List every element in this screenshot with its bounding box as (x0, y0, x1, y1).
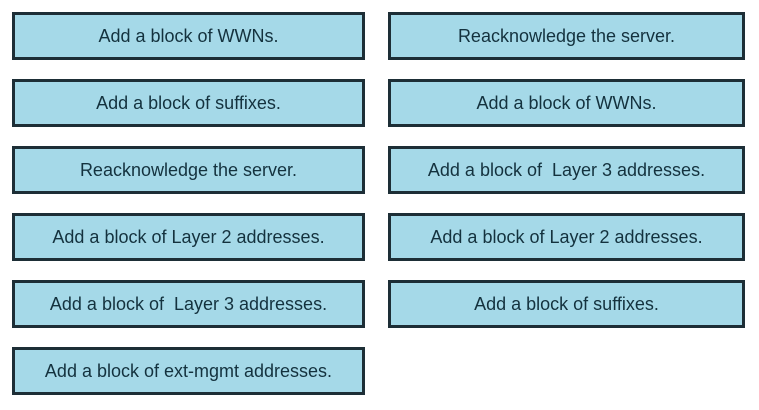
option-box-label: Add a block of WWNs. (98, 26, 279, 46)
option-box-right-4[interactable]: Add a block of Layer 2 addresses. (388, 213, 745, 261)
option-box-right-5[interactable]: Add a block of suffixes. (388, 280, 745, 328)
option-box-label: Reacknowledge the server. (79, 160, 298, 180)
option-box-label: Add a block of suffixes. (474, 294, 659, 314)
option-box-label: Add a block of suffixes. (96, 93, 281, 113)
option-box-label: Add a block of Layer 2 addresses. (52, 227, 325, 247)
option-box-left-2[interactable]: Add a block of suffixes. (12, 79, 365, 127)
option-box-right-1[interactable]: Reacknowledge the server. (388, 12, 745, 60)
option-box-label: Add a block of Layer 3 addresses. (427, 160, 706, 180)
option-box-left-1[interactable]: Add a block of WWNs. (12, 12, 365, 60)
option-box-right-2[interactable]: Add a block of WWNs. (388, 79, 745, 127)
left-column: Add a block of WWNs. Add a block of suff… (12, 12, 365, 410)
option-box-left-5[interactable]: Add a block of Layer 3 addresses. (12, 280, 365, 328)
option-box-label: Add a block of WWNs. (476, 93, 657, 113)
option-box-left-6[interactable]: Add a block of ext-mgmt addresses. (12, 347, 365, 395)
option-box-label: Add a block of Layer 3 addresses. (49, 294, 328, 314)
option-box-label: Add a block of ext-mgmt addresses. (44, 361, 333, 381)
option-box-label: Add a block of Layer 2 addresses. (430, 227, 703, 247)
option-box-right-3[interactable]: Add a block of Layer 3 addresses. (388, 146, 745, 194)
option-box-left-3[interactable]: Reacknowledge the server. (12, 146, 365, 194)
option-box-left-4[interactable]: Add a block of Layer 2 addresses. (12, 213, 365, 261)
right-column: Reacknowledge the server. Add a block of… (388, 12, 745, 410)
option-box-label: Reacknowledge the server. (457, 26, 676, 46)
